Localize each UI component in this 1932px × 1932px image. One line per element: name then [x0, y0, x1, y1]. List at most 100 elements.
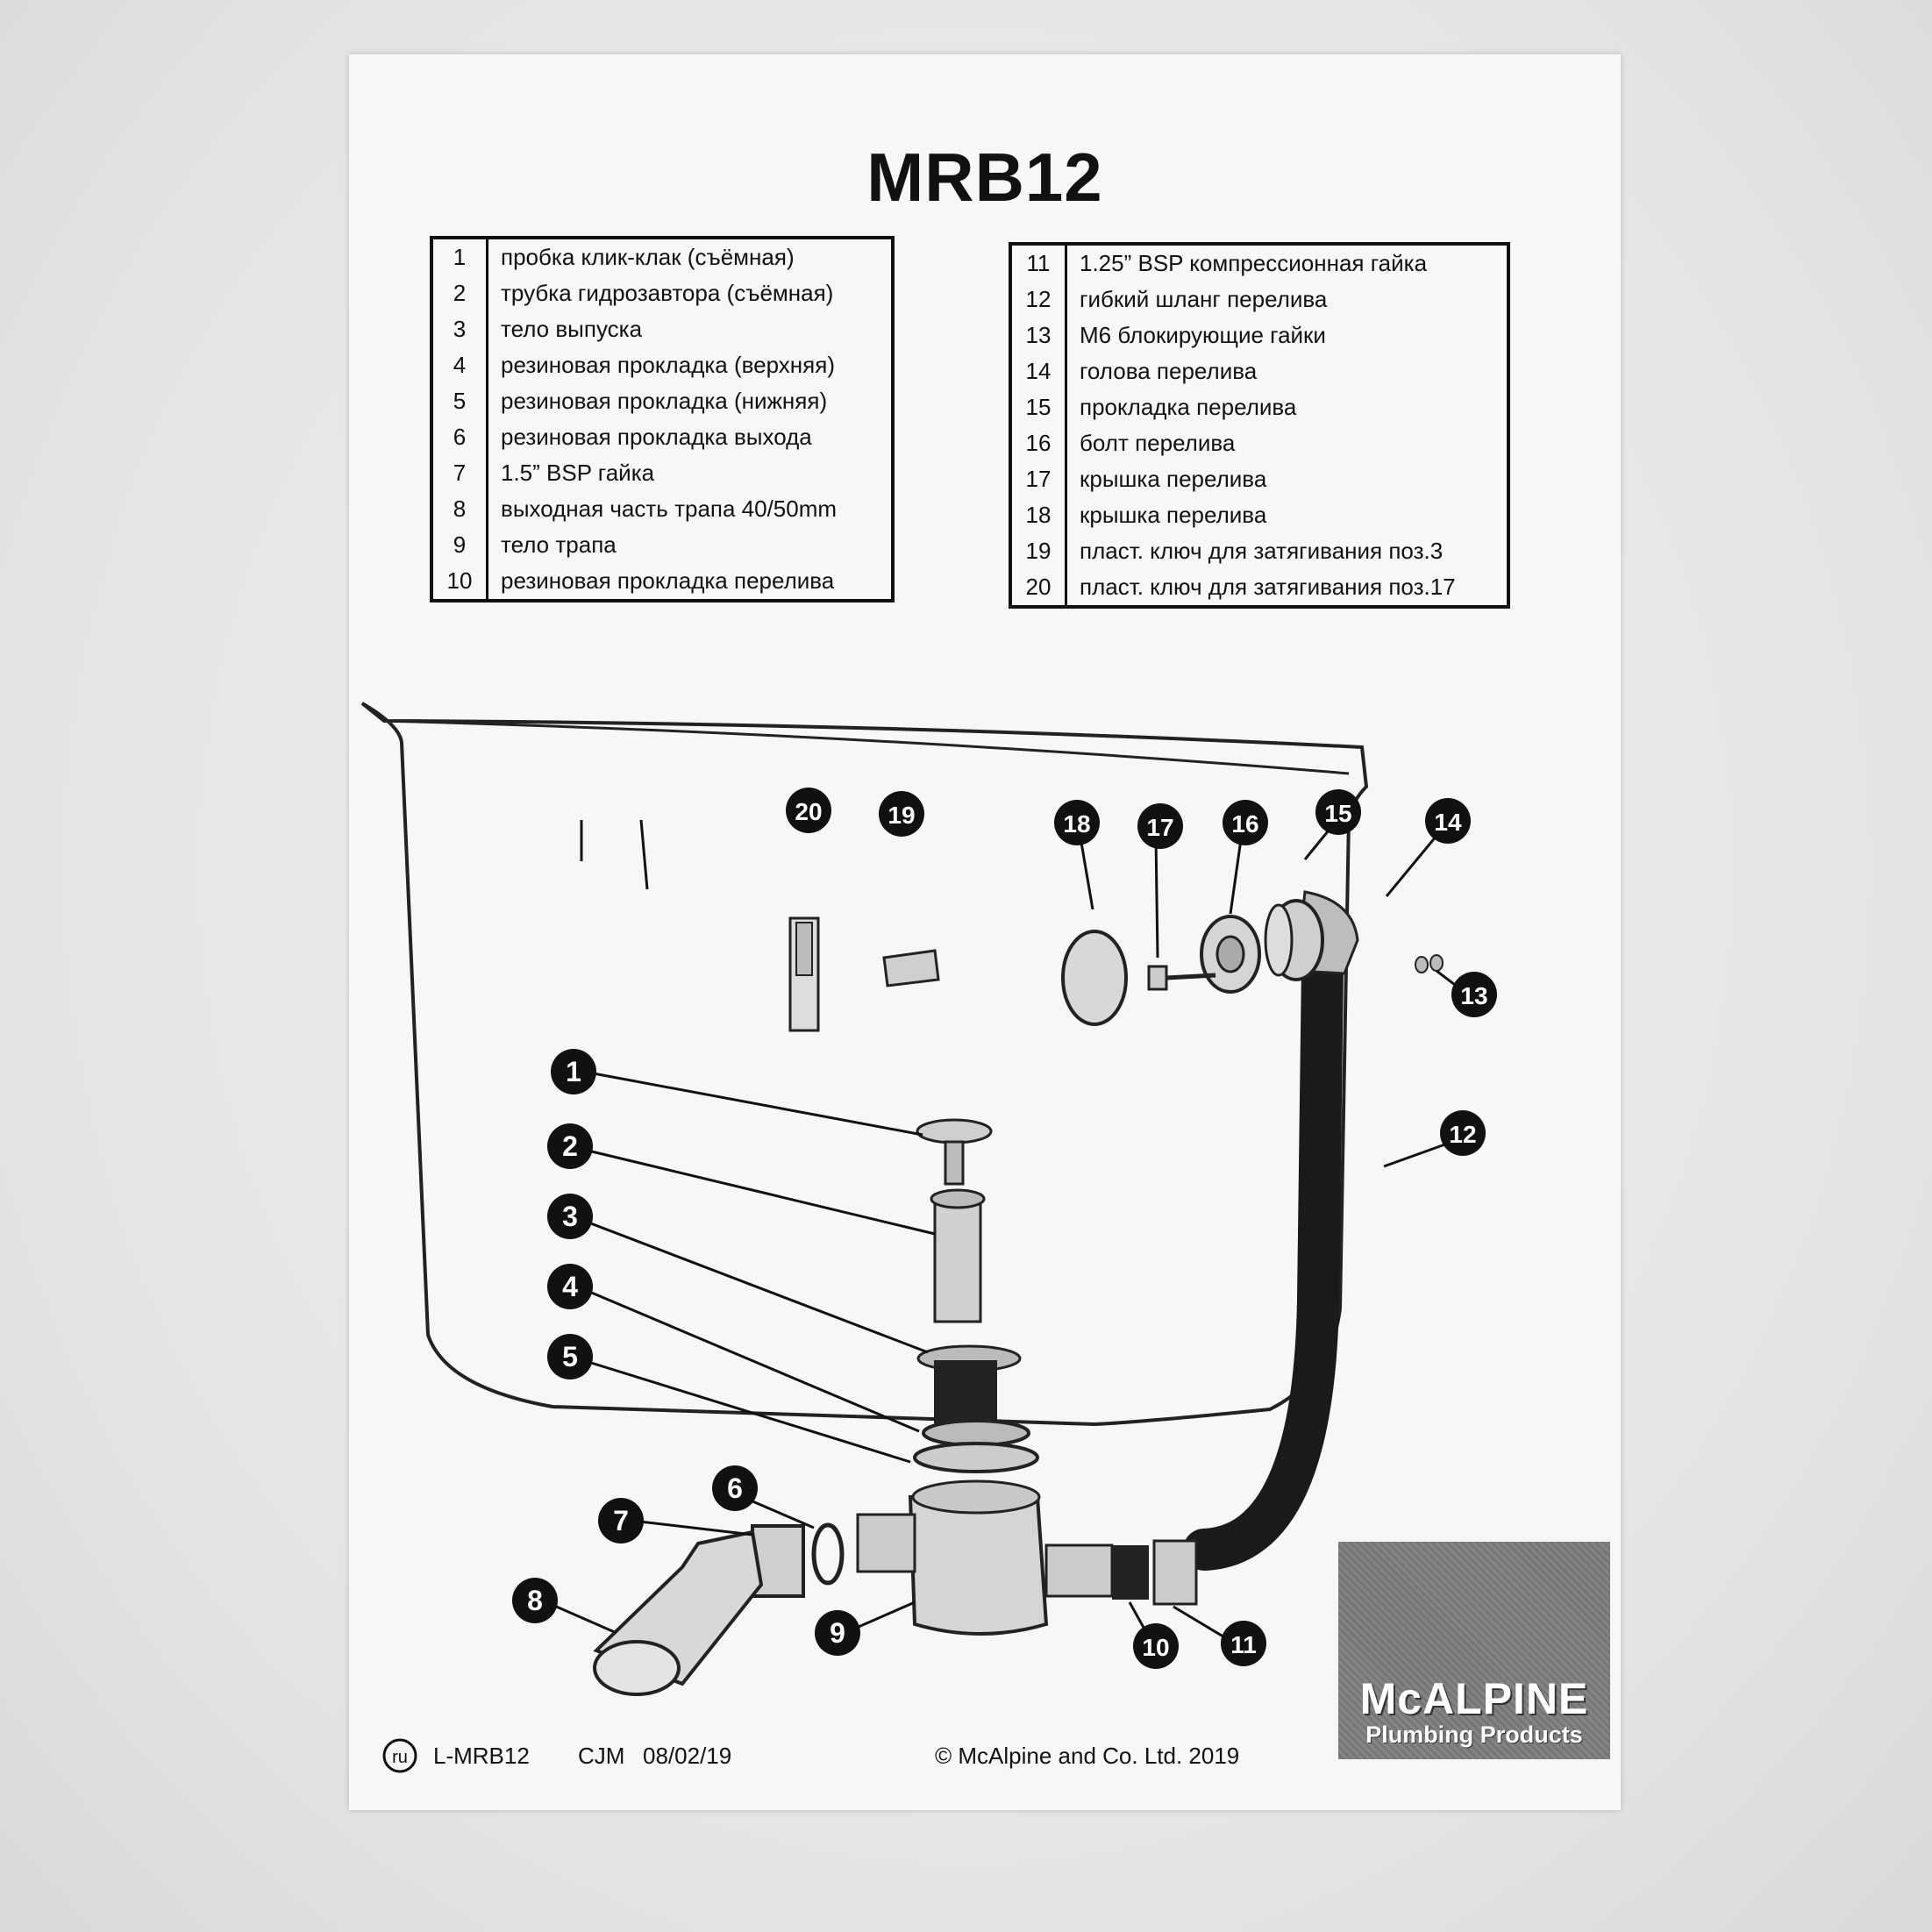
callout-circle — [1137, 803, 1183, 849]
callout-number: 2 — [562, 1130, 578, 1162]
part-number: 12 — [1010, 282, 1067, 317]
parts-row: 13 M6 блокирующие гайки — [1010, 317, 1508, 353]
callout-number: 15 — [1324, 800, 1351, 827]
callout-circle — [1440, 1110, 1486, 1156]
ru-mark-icon — [382, 1738, 417, 1773]
callout-circle — [547, 1264, 593, 1309]
parts-table-right: 11 1.25” BSP компрессионная гайка 12 гибкий… — [1009, 242, 1510, 609]
part-description: болт перелива — [1080, 430, 1236, 456]
callout-circle — [551, 1049, 596, 1094]
seal-tube — [933, 1193, 982, 1323]
callout-circle — [712, 1465, 758, 1511]
part-description: тело трапа — [501, 531, 617, 558]
parts-row: 14 голова перелива — [1010, 353, 1508, 389]
parts-row: 8 выходная часть трапа 40/50mm — [431, 491, 893, 527]
parts-row: 7 1.5” BSP гайка — [431, 455, 893, 491]
callout-number: 11 — [1230, 1631, 1257, 1658]
callout-circle — [547, 1123, 593, 1169]
callout-circle — [512, 1578, 558, 1623]
part-number: 4 — [431, 347, 488, 383]
part-description: пласт. ключ для затягивания поз.17 — [1080, 574, 1456, 600]
callout-circle — [547, 1194, 593, 1239]
part-description: M6 блокирующие гайки — [1080, 322, 1326, 348]
part-number: 6 — [431, 419, 488, 455]
bathtub-outline — [360, 702, 1369, 1427]
part-description: 1.5” BSP гайка — [501, 460, 655, 486]
callout-number: 12 — [1449, 1121, 1476, 1148]
part-description: гибкий шланг перелива — [1080, 286, 1328, 312]
callout-circle — [547, 1334, 593, 1379]
trap-body — [908, 1495, 1049, 1636]
parts-row: 11 1.25” BSP компрессионная гайка — [1010, 244, 1508, 282]
part-description: резиновая прокладка перелива — [501, 567, 835, 594]
callout-number: 6 — [727, 1472, 743, 1504]
part-number: 7 — [431, 455, 488, 491]
key-19 — [882, 949, 940, 987]
callout-circle — [815, 1610, 860, 1656]
part-description: пробка клик-клак (съёмная) — [501, 244, 795, 270]
part-description: выходная часть трапа 40/50mm — [501, 495, 838, 522]
parts-row: 17 крышка перелива — [1010, 461, 1508, 497]
part-description: трубка гидрозавтора (съёмная) — [501, 280, 834, 306]
part-number: 20 — [1010, 569, 1067, 607]
parts-row: 4 резиновая прокладка (верхняя) — [431, 347, 893, 383]
part-number: 13 — [1010, 317, 1067, 353]
logo-tagline: Plumbing Products — [1365, 1722, 1583, 1748]
callout-circle — [1451, 972, 1497, 1017]
callout-number: 4 — [562, 1271, 578, 1302]
parts-row: 5 резиновая прокладка (нижняя) — [431, 383, 893, 419]
part-number: 17 — [1010, 461, 1067, 497]
part-description: голова перелива — [1080, 358, 1258, 384]
plug — [916, 1118, 993, 1144]
callout-number: 3 — [562, 1201, 578, 1232]
part-description: резиновая прокладка (верхняя) — [501, 352, 835, 378]
part-number: 8 — [431, 491, 488, 527]
callout-number: 16 — [1231, 810, 1258, 838]
part-number: 1 — [431, 238, 488, 275]
part-description: 1.25” BSP компрессионная гайка — [1080, 250, 1428, 276]
part-number: 15 — [1010, 389, 1067, 425]
callout-circle — [1054, 800, 1100, 845]
mcalpine-logo: McALPINE Plumbing Products — [1338, 1542, 1610, 1759]
part-description: прокладка перелива — [1080, 394, 1297, 420]
date: 08/02/19 — [643, 1743, 732, 1769]
doc-code: L-MRB12 — [433, 1743, 530, 1769]
callout-number: 9 — [830, 1617, 845, 1649]
part-number: 5 — [431, 383, 488, 419]
callout-circle — [1133, 1623, 1179, 1669]
document-title: MRB12 — [866, 139, 1103, 216]
parts-row: 1 пробка клик-клак (съёмная) — [431, 238, 893, 275]
callout-number: 7 — [613, 1505, 629, 1536]
part-description: крышка перелива — [1080, 466, 1267, 492]
callout-circle — [1425, 798, 1471, 844]
callout-number: 19 — [888, 802, 915, 829]
overflow-hose — [1183, 945, 1344, 1571]
callout-number: 13 — [1460, 982, 1487, 1009]
logo-name: McALPINE — [1359, 1674, 1589, 1723]
copyright: © McAlpine and Co. Ltd. 2019 — [935, 1743, 1240, 1769]
author: CJM — [578, 1743, 625, 1769]
parts-row: 12 гибкий шланг перелива — [1010, 282, 1508, 317]
parts-row: 16 болт перелива — [1010, 425, 1508, 461]
part-number: 11 — [1010, 244, 1067, 282]
callout-number: 14 — [1434, 809, 1462, 836]
part-number: 19 — [1010, 533, 1067, 569]
callout-number: 18 — [1063, 810, 1090, 838]
parts-row: 15 прокладка перелива — [1010, 389, 1508, 425]
part-description: резиновая прокладка (нижняя) — [501, 388, 828, 414]
part-number: 3 — [431, 311, 488, 347]
part-number: 14 — [1010, 353, 1067, 389]
callout-number: 5 — [562, 1341, 578, 1372]
callout-circle — [1221, 1621, 1266, 1666]
part-number: 16 — [1010, 425, 1067, 461]
parts-row: 20 пласт. ключ для затягивания поз.17 — [1010, 569, 1508, 607]
part-description: тело выпуска — [501, 316, 643, 342]
